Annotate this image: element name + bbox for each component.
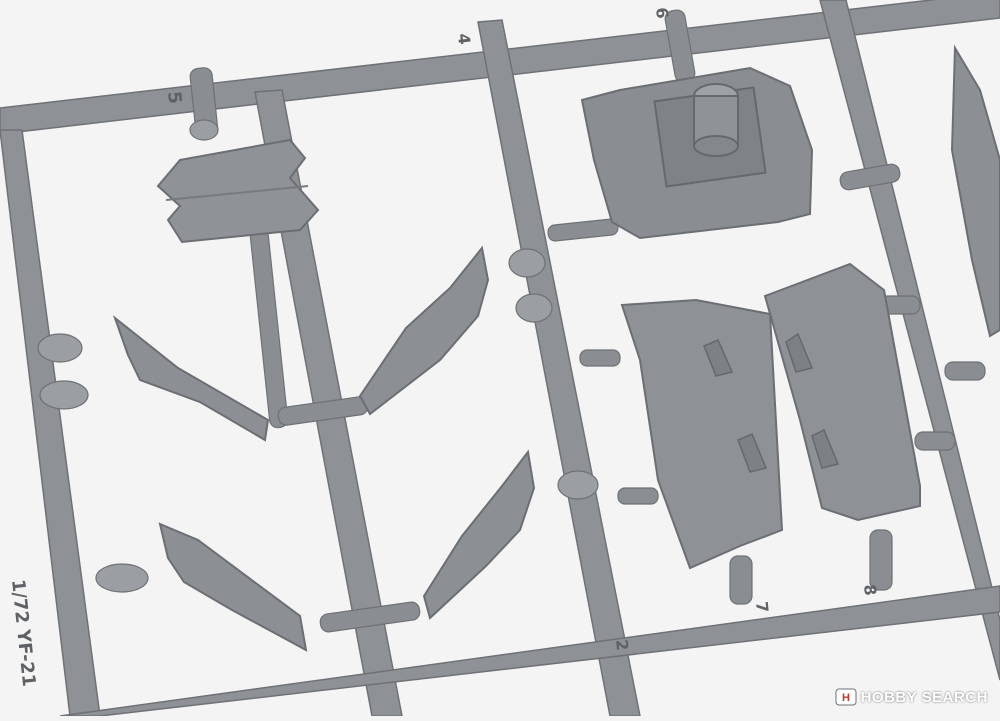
part-wing-lower-left	[158, 522, 308, 652]
watermark-brand: HOBBY SEARCH	[860, 688, 988, 706]
part-wing-upper-left	[112, 315, 270, 442]
part-number-4: 4	[454, 32, 474, 45]
part-number-6: 6	[652, 6, 672, 19]
sprue-scale-text: 1/72 YF-21	[7, 578, 39, 687]
hobby-search-logo-icon: H	[835, 688, 857, 706]
part-wing-upper-right	[358, 245, 490, 416]
svg-text:H: H	[842, 692, 850, 704]
part-number-2: 2	[612, 638, 632, 651]
part-blade-right	[950, 44, 1000, 338]
part-tall-panel-right	[763, 262, 921, 522]
part-number-8: 8	[860, 583, 880, 596]
gate-nubs	[37, 119, 599, 593]
part-bracket-block	[580, 66, 814, 240]
part-number-5: 5	[163, 90, 185, 105]
gate-stubs	[189, 9, 986, 633]
watermark: H HOBBY SEARCH	[835, 688, 988, 706]
part-wing-lower-right	[422, 449, 536, 620]
part-small-panel	[156, 138, 320, 244]
part-number-7: 7	[752, 600, 772, 613]
part-tall-panel-left	[620, 298, 784, 570]
